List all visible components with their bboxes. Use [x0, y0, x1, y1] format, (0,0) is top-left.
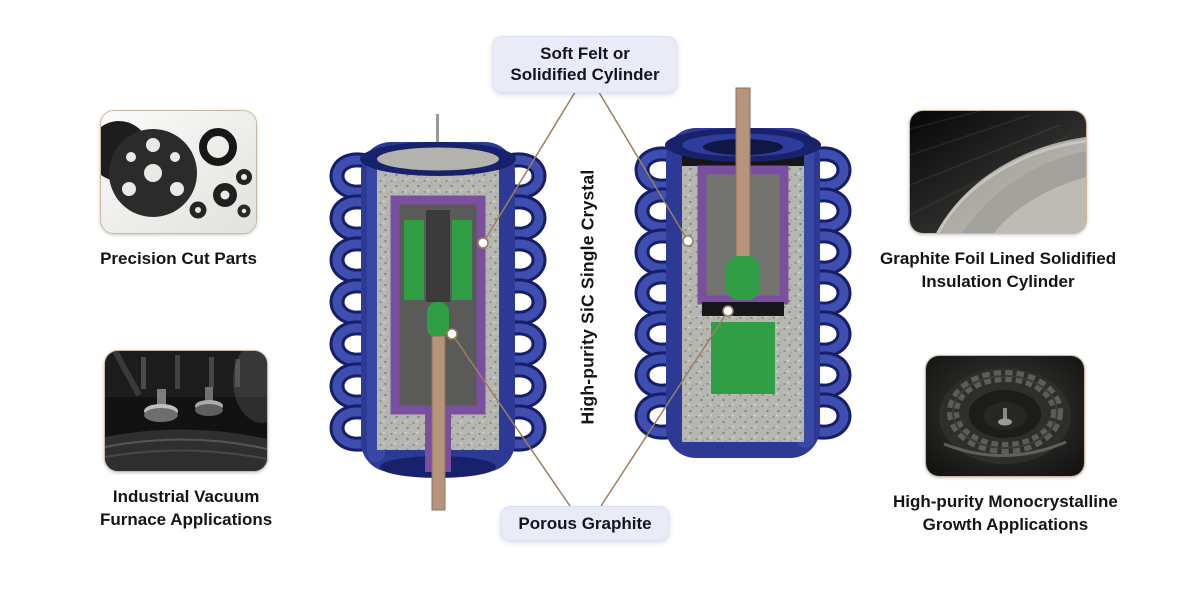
vacuum-furnace-image [105, 351, 268, 471]
growth-crucible-image [926, 356, 1085, 476]
furnace-right-illustration [628, 87, 858, 458]
vacuum-furnace-caption: Industrial Vacuum Furnace Applications [100, 487, 273, 529]
precision-cut-parts-photo [100, 110, 257, 234]
corner-bottom-left: Industrial Vacuum Furnace Applications [100, 350, 272, 532]
furnace-right-cutaway [628, 84, 858, 484]
furnace-left-cutaway [323, 112, 553, 512]
soft-felt-label-badge: Soft Felt or Solidified Cylinder [492, 36, 678, 93]
sic-single-crystal-label: High-purity SiC Single Crystal [577, 169, 598, 425]
corner-top-right: Graphite Foil Lined Solidified Insulatio… [880, 110, 1116, 294]
graphite-foil-cylinder-caption: Graphite Foil Lined Solidified Insulatio… [880, 249, 1117, 291]
corner-top-left: Precision Cut Parts [100, 110, 257, 271]
precision-cut-parts-image [101, 111, 256, 233]
graphite-foil-cylinder-photo [909, 110, 1088, 234]
furnace-left-illustration [323, 114, 553, 511]
porous-graphite-label-badge: Porous Graphite [500, 506, 670, 542]
precision-cut-parts-caption: Precision Cut Parts [100, 249, 257, 268]
growth-crucible-photo [925, 355, 1086, 477]
corner-bottom-right: High-purity Monocrystalline Growth Appli… [893, 355, 1118, 537]
graphite-foil-cylinder-image [910, 111, 1087, 233]
growth-crucible-caption: High-purity Monocrystalline Growth Appli… [893, 492, 1118, 534]
vacuum-furnace-photo [104, 350, 269, 472]
